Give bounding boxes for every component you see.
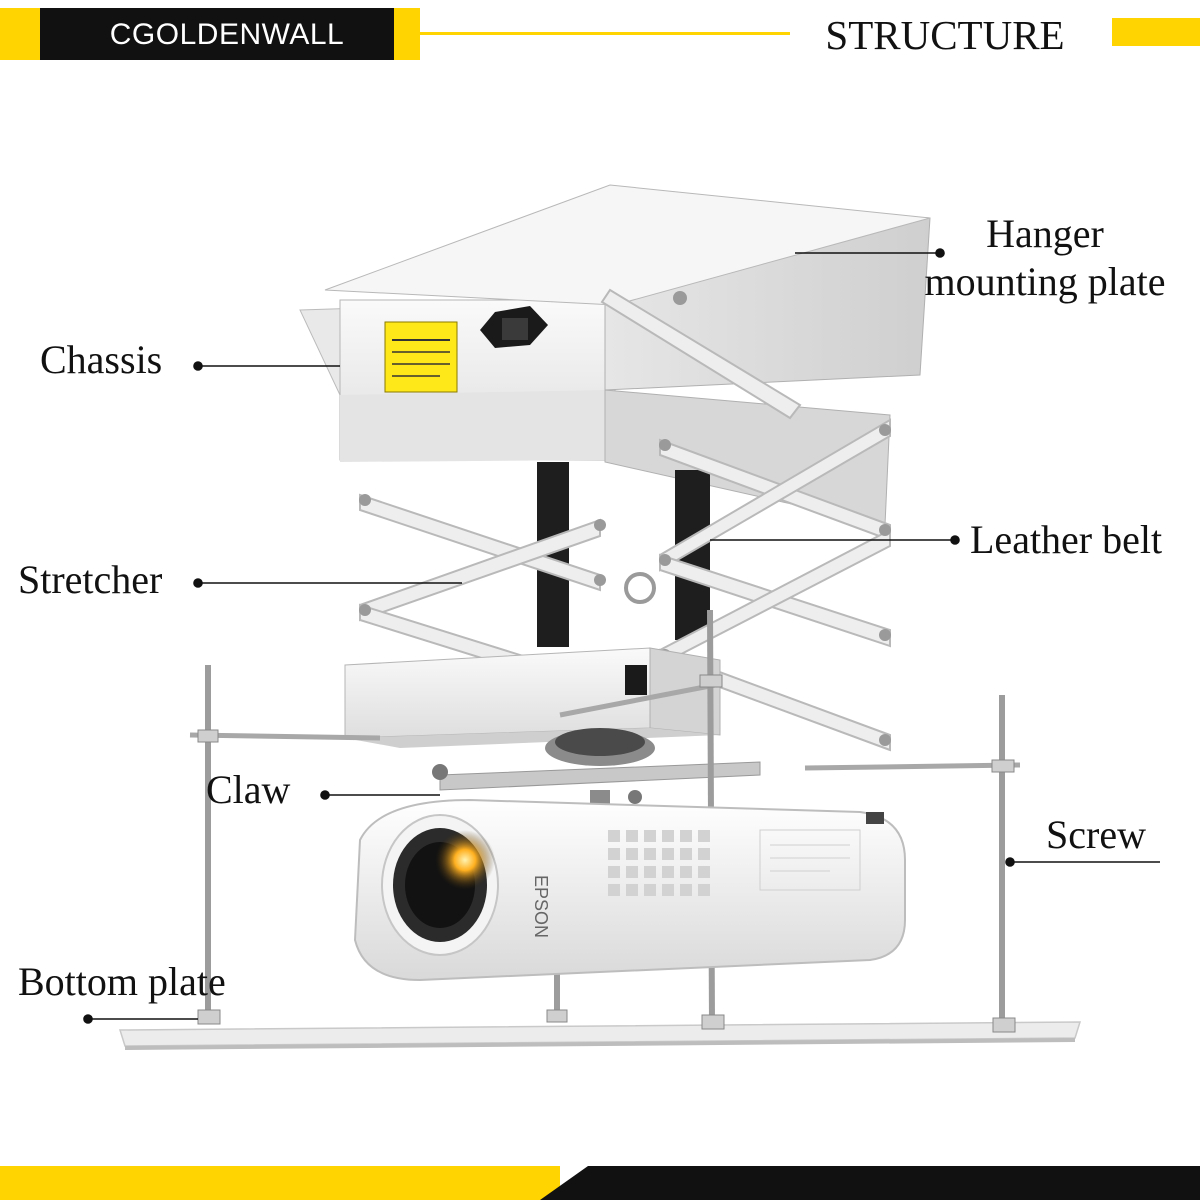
leader-lines (83, 248, 1160, 1024)
chassis-box (299, 184, 931, 526)
header-divider-line (420, 32, 790, 35)
bottom-plate (118, 1021, 1082, 1050)
lower-lift-plate (344, 647, 721, 748)
header-accent-left (0, 8, 44, 60)
label-hanger-mounting-plate: Hanger mounting plate (905, 210, 1185, 306)
label-claw: Claw (206, 767, 291, 812)
page-title: STRUCTURE (825, 12, 1065, 58)
footer-accent-yellow (0, 1166, 560, 1200)
mounting-rods (189, 682, 1021, 771)
projector-brand-text: EPSON (531, 875, 551, 938)
stretcher-bolts (359, 291, 891, 746)
header-accent-right (1112, 18, 1200, 46)
label-chassis: Chassis (40, 337, 163, 382)
screw-nuts (197, 674, 1016, 1033)
label-screw: Screw (1046, 812, 1146, 857)
brand-name: CGOLDENWALL (109, 18, 345, 51)
label-stretcher: Stretcher (18, 557, 163, 602)
pull-ring (624, 572, 656, 604)
claw-mount (432, 728, 761, 818)
label-bottom-plate: Bottom plate (18, 959, 226, 1004)
label-hanger-line2: mounting plate (924, 259, 1166, 304)
header-accent-mid (394, 8, 420, 60)
footer-accent-black (590, 1166, 1200, 1200)
label-leather-belt: Leather belt (970, 517, 1163, 562)
label-hanger-line1: Hanger (986, 211, 1104, 256)
header-brand-bar (40, 8, 400, 60)
projector (353, 798, 906, 982)
